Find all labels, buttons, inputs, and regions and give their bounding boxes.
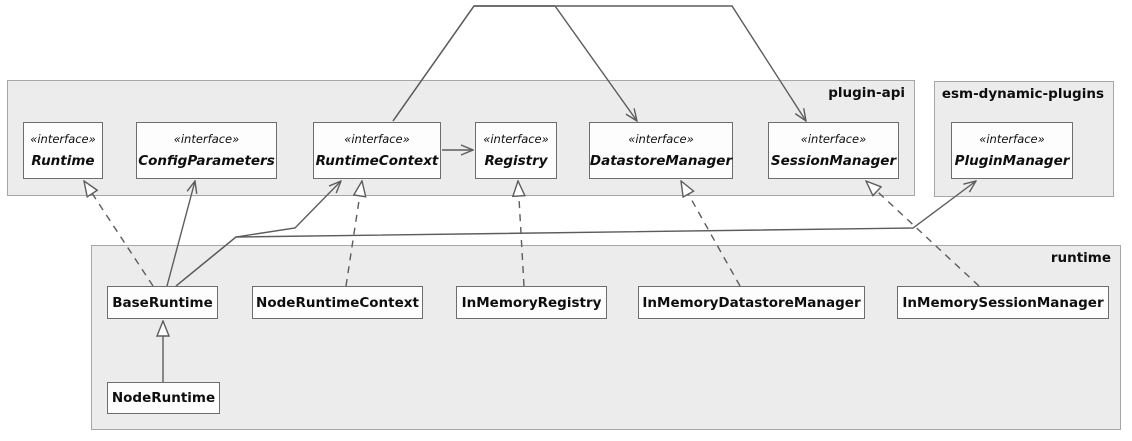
interface-configparameters-name: ConfigParameters — [138, 153, 275, 169]
interface-runtime-name: Runtime — [31, 153, 95, 169]
interface-sessionmanager-stereotype: «interface» — [800, 132, 867, 146]
interface-runtime-stereotype: «interface» — [30, 132, 96, 146]
package-runtime-label: runtime — [1050, 250, 1111, 266]
interface-runtimecontext: «interface» RuntimeContext — [313, 122, 441, 179]
class-inmemoryregistry: InMemoryRegistry — [456, 286, 607, 319]
class-noderuntimecontext-name: NodeRuntimeContext — [256, 294, 419, 311]
interface-registry-name: Registry — [484, 153, 548, 169]
class-baseruntime: BaseRuntime — [107, 286, 218, 319]
interface-sessionmanager: «interface» SessionManager — [768, 122, 899, 179]
interface-registry: «interface» Registry — [475, 122, 557, 179]
interface-datastoremanager-name: DatastoreManager — [589, 153, 733, 169]
interface-sessionmanager-name: SessionManager — [770, 153, 897, 169]
package-runtime: runtime — [91, 245, 1121, 430]
class-inmemorydatastoremanager-name: InMemoryDatastoreManager — [642, 294, 861, 311]
class-inmemorysessionmanager-name: InMemorySessionManager — [902, 294, 1104, 311]
package-esm-dynamic-plugins-label: esm-dynamic-plugins — [941, 86, 1104, 102]
interface-datastoremanager-stereotype: «interface» — [628, 132, 694, 146]
interface-pluginmanager: «interface» PluginManager — [951, 122, 1073, 179]
class-inmemorysessionmanager: InMemorySessionManager — [897, 286, 1109, 319]
interface-runtimecontext-name: RuntimeContext — [315, 153, 439, 169]
interface-runtimecontext-stereotype: «interface» — [344, 132, 410, 146]
interface-configparameters: «interface» ConfigParameters — [136, 122, 277, 179]
package-plugin-api-label: plugin-api — [828, 85, 905, 101]
class-baseruntime-name: BaseRuntime — [112, 294, 213, 311]
interface-configparameters-stereotype: «interface» — [173, 132, 240, 146]
interface-pluginmanager-name: PluginManager — [954, 153, 1070, 169]
interface-datastoremanager: «interface» DatastoreManager — [589, 122, 733, 179]
class-noderuntime-name: NodeRuntime — [111, 390, 216, 406]
class-noderuntime: NodeRuntime — [107, 382, 220, 414]
interface-runtime: «interface» Runtime — [23, 122, 103, 179]
class-noderuntimecontext: NodeRuntimeContext — [252, 286, 423, 319]
interface-pluginmanager-stereotype: «interface» — [979, 132, 1045, 146]
class-inmemorydatastoremanager: InMemoryDatastoreManager — [638, 286, 865, 319]
class-inmemoryregistry-name: InMemoryRegistry — [461, 294, 602, 311]
interface-registry-stereotype: «interface» — [483, 132, 549, 146]
